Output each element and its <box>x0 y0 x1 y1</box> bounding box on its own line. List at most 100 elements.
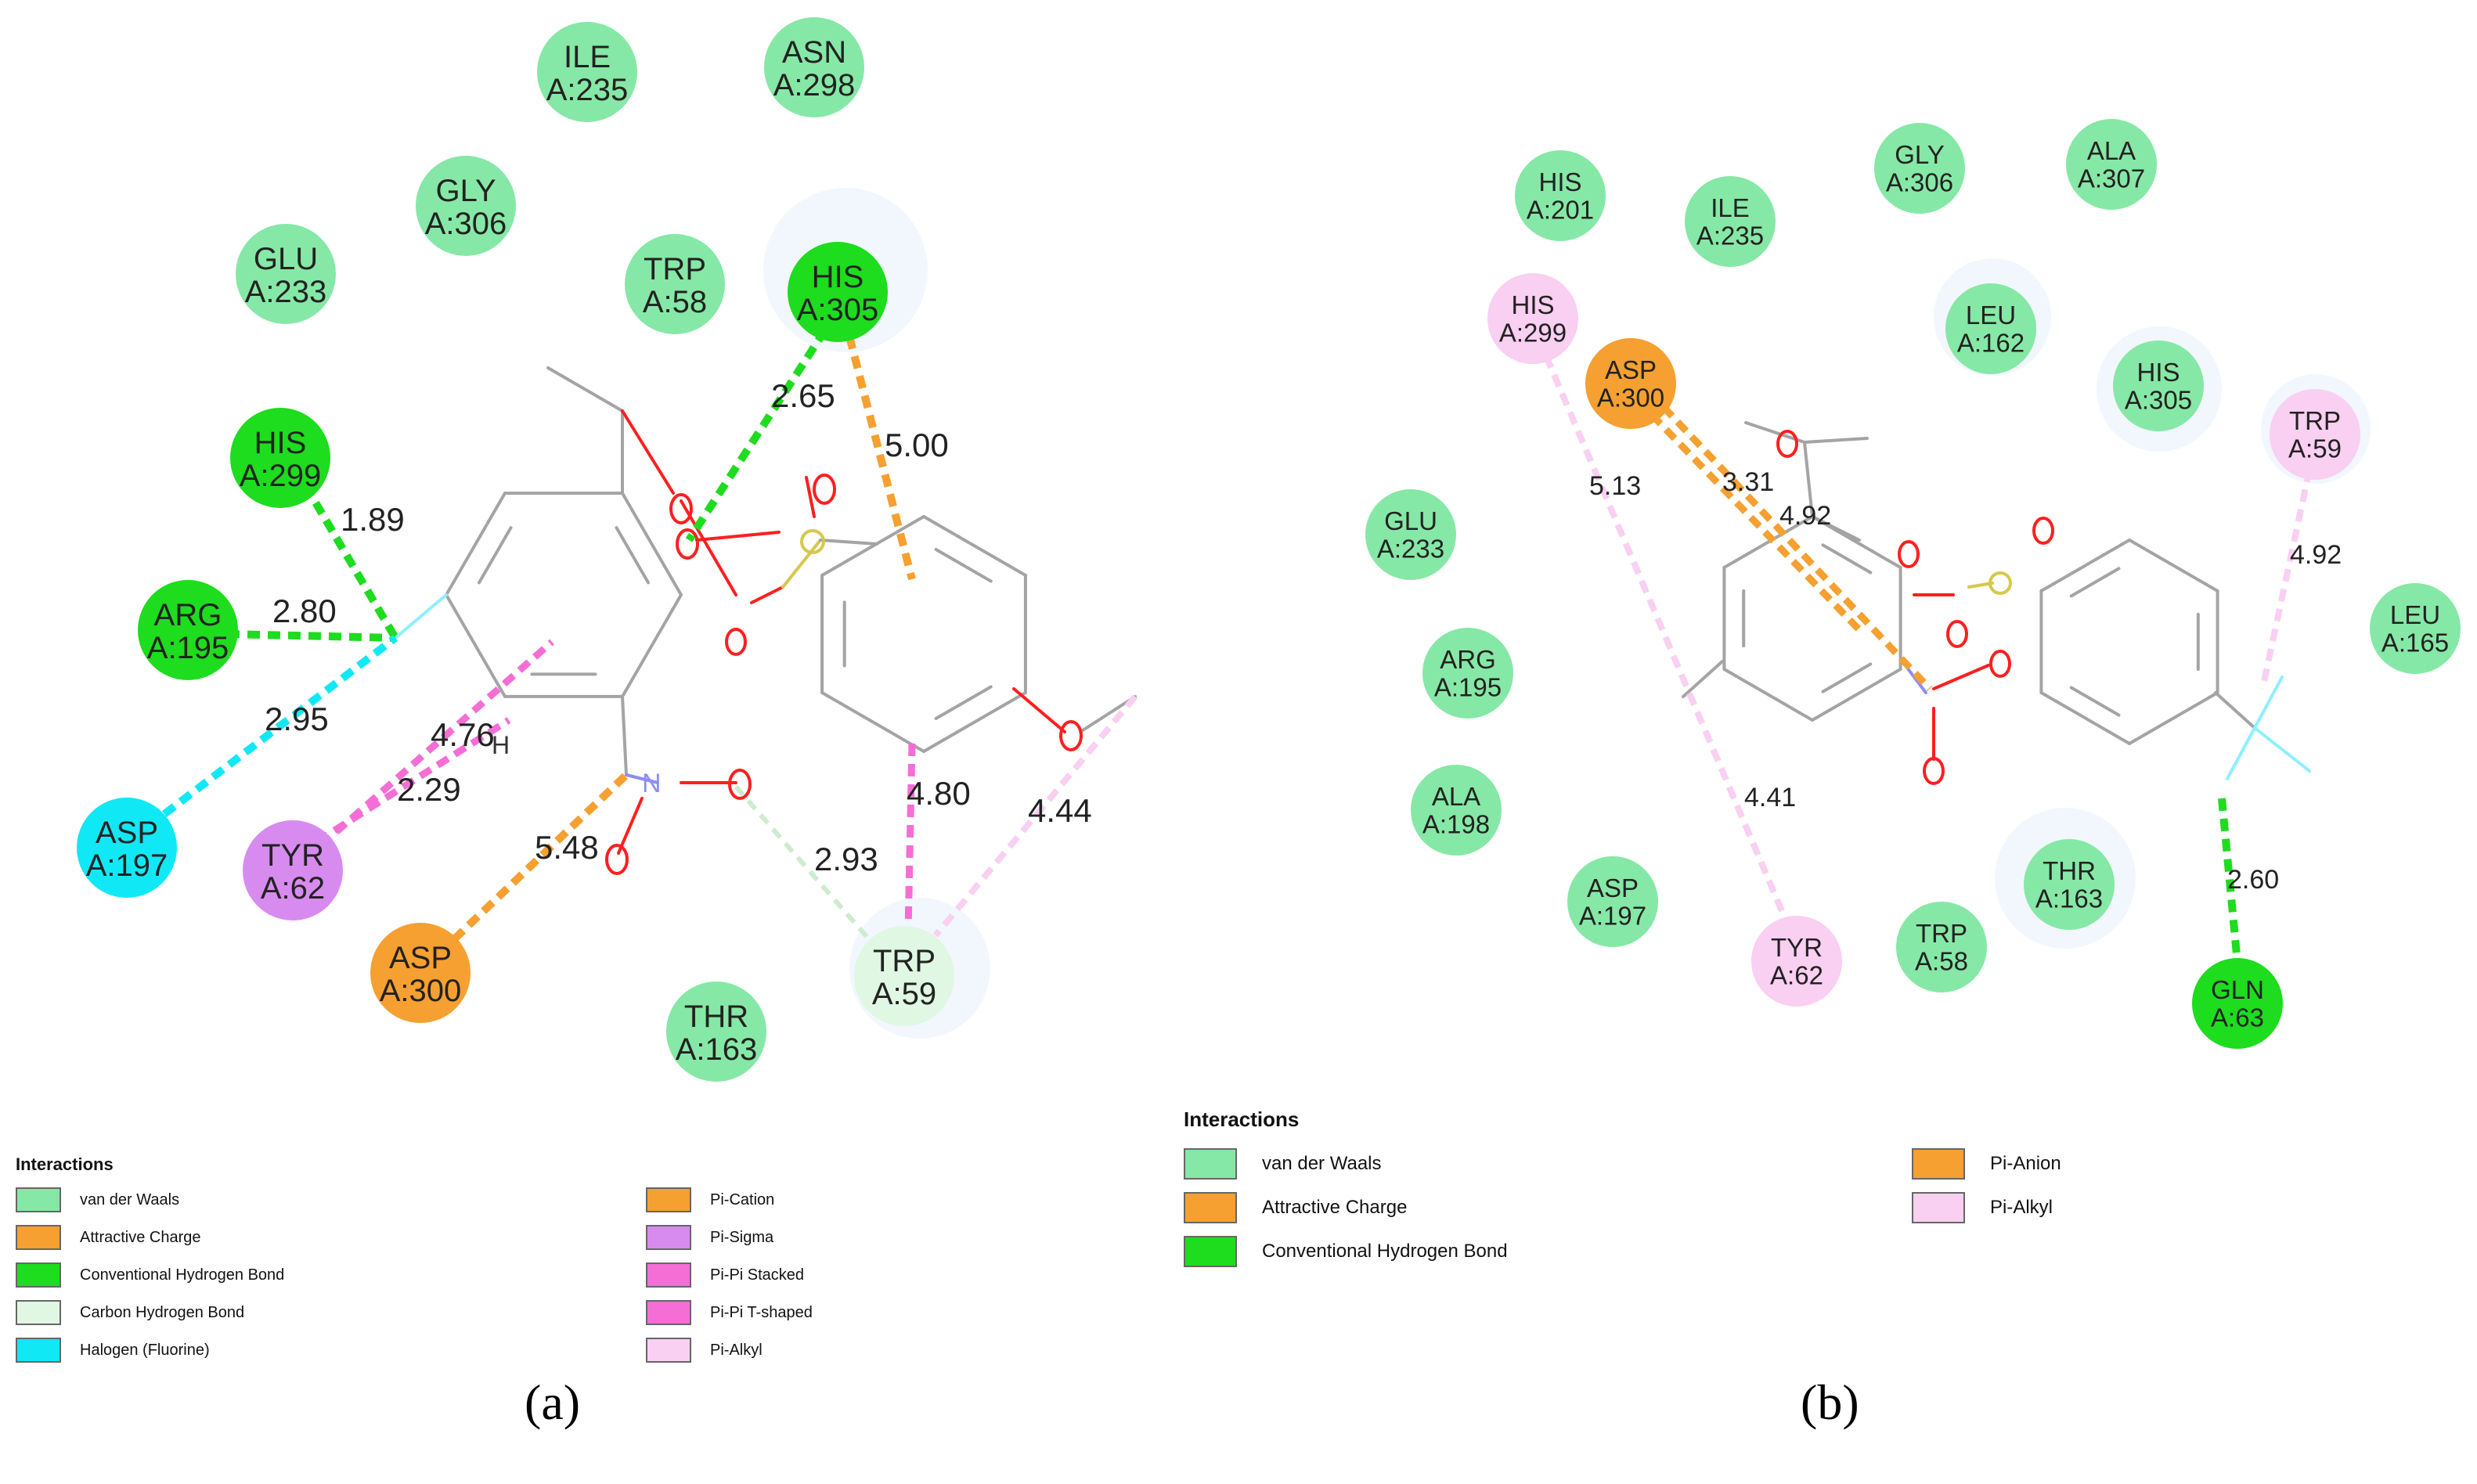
legend-item: Pi-Pi T-shaped <box>646 1300 813 1325</box>
bond-line <box>750 585 784 604</box>
aromatic-ring <box>2069 567 2121 598</box>
residue-circle <box>2270 389 2360 480</box>
residue-name: ILE <box>1711 193 1750 222</box>
residue-circle <box>537 22 637 122</box>
legend-label: Conventional Hydrogen Bond <box>80 1266 285 1284</box>
aromatic-ring <box>1821 543 1873 575</box>
residue-name: ALA <box>2087 136 2136 165</box>
residue-circle <box>1422 628 1513 719</box>
bond-line <box>2226 726 2256 780</box>
legend-swatch <box>16 1187 61 1212</box>
aromatic-ring <box>2128 538 2219 593</box>
aromatic-ring <box>922 515 1027 577</box>
legend-swatch <box>646 1225 691 1250</box>
residue-name: LEU <box>2390 600 2440 629</box>
legend-title: Interactions <box>1184 1108 1300 1131</box>
aromatic-ring <box>934 548 993 583</box>
bond-line <box>695 531 781 542</box>
oxygen-atom <box>605 844 629 875</box>
nitrogen-atom: N <box>642 769 662 798</box>
distance-label: 4.92 <box>2290 540 2342 570</box>
legend-label: Pi-Alkyl <box>710 1341 763 1359</box>
aromatic-ring <box>1811 668 1902 722</box>
legend-swatch <box>1184 1236 1237 1267</box>
pi-line-trp59 <box>904 743 916 932</box>
attractive-line-asp300 <box>1660 404 1933 692</box>
distance-label: 4.92 <box>1779 501 1831 531</box>
distance-label: 4.41 <box>1744 783 1796 812</box>
distance-label: 5.48 <box>535 829 599 866</box>
legend-label: Attractive Charge <box>80 1228 201 1246</box>
oxygen-atom <box>676 528 699 560</box>
residue-chain: A:195 <box>147 631 229 665</box>
residue-name: GLY <box>1895 140 1945 169</box>
legend-swatch <box>16 1300 61 1325</box>
legend-item: Pi-Alkyl <box>646 1338 763 1363</box>
distance-label: 4.76 <box>431 716 495 753</box>
legend-label: Pi-Anion <box>1990 1153 2061 1174</box>
residue-chain: A:165 <box>2381 629 2449 657</box>
distance-label: 2.60 <box>2227 865 2279 895</box>
residue-chain: A:298 <box>773 68 856 103</box>
legend-label: Pi-Sigma <box>710 1228 774 1246</box>
oxygen-atom <box>1776 430 1798 458</box>
residue-name: TRP <box>644 252 706 286</box>
hbond-line-gln63 <box>2218 798 2241 964</box>
pi-anion-line-asp300 <box>1649 412 1866 637</box>
oxygen-atom <box>813 474 836 505</box>
residue-name: ARG <box>154 598 222 632</box>
aromatic-ring <box>478 526 513 585</box>
oxygen-atom <box>1059 720 1083 751</box>
bond-line <box>1012 687 1066 733</box>
aromatic-ring <box>2039 538 2131 593</box>
legend-swatch <box>16 1262 61 1288</box>
bond-line <box>1682 660 1724 698</box>
legend-swatch <box>646 1187 691 1212</box>
residue-name: ASN <box>782 35 846 70</box>
oxygen-atom <box>1946 620 1968 648</box>
residue-circle <box>1567 856 1658 947</box>
residue-circle <box>1751 916 1842 1007</box>
residue-chain: A:197 <box>1579 902 1646 931</box>
attractive-line-his305 <box>845 335 916 581</box>
residue-circle <box>236 224 336 324</box>
residue-chain: A:63 <box>2211 1003 2264 1032</box>
bond-line <box>2253 675 2284 729</box>
residue-chain: A:59 <box>872 977 936 1011</box>
fluorine-bond <box>394 593 448 639</box>
legend-title: Interactions <box>16 1154 114 1174</box>
residue-nodes: ILEA:235ASNA:298GLYA:306GLUA:233TRPA:58H… <box>77 17 2461 1082</box>
residue-chain: A:62 <box>261 871 325 906</box>
legend-swatch <box>646 1262 691 1288</box>
bond-line <box>617 797 644 855</box>
legend-swatch <box>16 1225 61 1250</box>
pi-alkyl-line-trp59 <box>932 694 1138 938</box>
residue-circle <box>2024 839 2115 930</box>
caption-panel-b: (b) <box>1801 1374 1859 1430</box>
residue-circle <box>788 242 888 342</box>
residue-circle <box>1365 489 1456 580</box>
residue-chain: A:201 <box>1527 196 1594 225</box>
interaction-lines <box>161 311 2313 964</box>
aromatic-ring <box>621 492 683 596</box>
distance-label: 2.65 <box>771 377 835 414</box>
sulfur-atom <box>1988 571 2012 595</box>
residue-name: HIS <box>812 260 864 294</box>
residue-circle <box>416 156 516 256</box>
residue-name: TYR <box>261 838 324 873</box>
bond-line <box>2214 691 2256 729</box>
bond-line <box>805 476 816 518</box>
